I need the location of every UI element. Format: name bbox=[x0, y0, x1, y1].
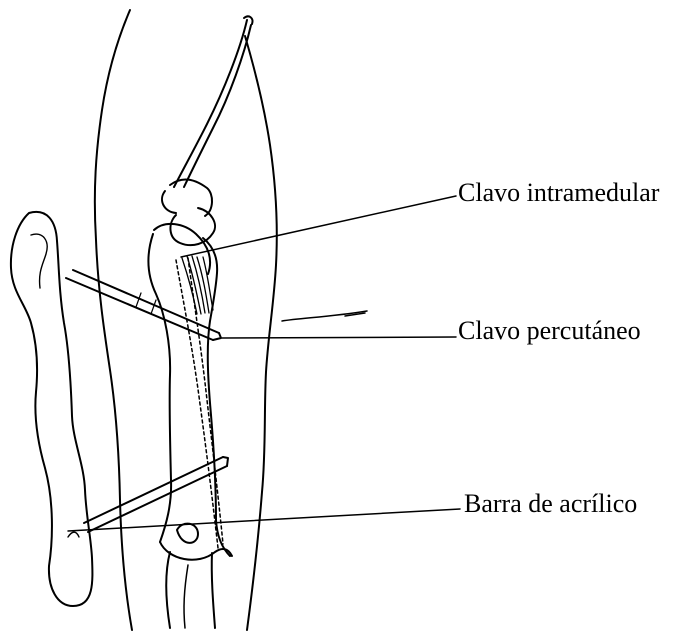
upper-bone-shaft bbox=[174, 20, 247, 187]
distal-carpal bbox=[177, 524, 198, 543]
bone-trabeculae bbox=[182, 256, 213, 314]
leader-line-acrylic bbox=[68, 509, 460, 531]
leader-line-intramedullary bbox=[181, 196, 456, 257]
lower-percutaneous-pin bbox=[84, 457, 223, 523]
acrylic-bar bbox=[11, 212, 93, 606]
joint-bone-2 bbox=[154, 224, 210, 274]
distal-bone-right bbox=[212, 553, 215, 628]
joint-bone-1 bbox=[170, 208, 215, 245]
acrylic-bar-label: Barra de acrílico bbox=[464, 491, 637, 517]
intramedullary-pin-label: Clavo intramedular bbox=[458, 180, 659, 206]
leader-line-percutaneous bbox=[222, 337, 456, 338]
main-bone-left bbox=[148, 234, 171, 542]
acrylic-bar-inner-detail bbox=[31, 234, 47, 288]
distal-bone-left bbox=[166, 552, 170, 628]
percutaneous-pin-label: Clavo percutáneo bbox=[458, 318, 641, 344]
limb-outline-right bbox=[245, 36, 277, 630]
limb-outline-left bbox=[95, 10, 132, 630]
skin-mark bbox=[282, 311, 367, 321]
